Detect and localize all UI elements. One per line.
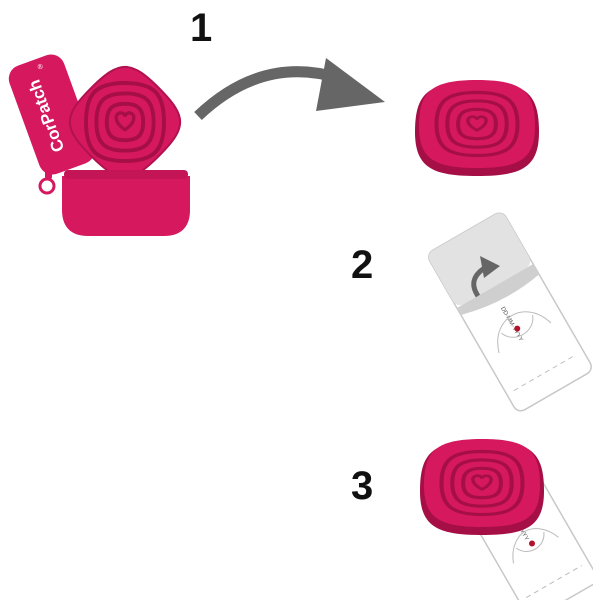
case-base [62, 176, 190, 236]
step-number-3: 3 [351, 466, 373, 506]
carrying-case-icon: CorPatch ® [5, 44, 203, 236]
heart-patch-device-icon [415, 80, 539, 176]
heart-patch-device-placed-icon [420, 439, 544, 535]
keyring-icon [40, 179, 54, 193]
adhesive-strip-icon: DD-MM-YYYY [426, 210, 593, 413]
step-number-2: 2 [351, 245, 373, 285]
step-number-1: 1 [190, 8, 212, 48]
curved-arrow-icon [198, 58, 385, 116]
